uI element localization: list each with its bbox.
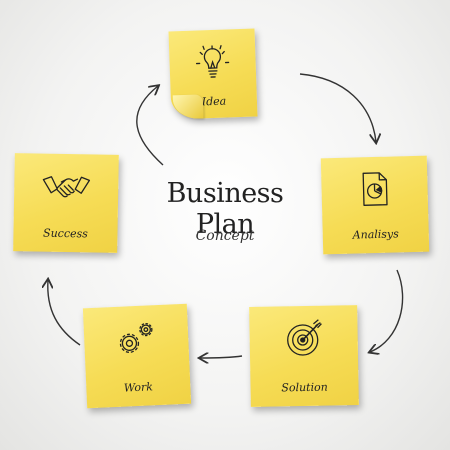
sticky-note-analysis: Analisys — [320, 155, 430, 255]
arrow-work-to-success — [48, 280, 81, 346]
target-icon — [249, 317, 358, 361]
step-label-solution: Solution — [281, 380, 328, 395]
lightbulb-icon — [169, 41, 256, 86]
pie-chart-document-icon — [321, 168, 428, 213]
arrow-idea-to-analysis — [299, 73, 376, 142]
diagram-subtitle: Concept — [195, 228, 255, 244]
arrow-success-to-idea — [136, 86, 164, 166]
sticky-note-idea: Idea — [168, 28, 258, 120]
sticky-note-success: Success — [13, 153, 119, 253]
sticky-note-solution: Solution — [249, 305, 359, 407]
gears-icon — [83, 316, 189, 362]
handshake-icon — [14, 165, 119, 209]
sticky-note-work: Work — [82, 303, 192, 409]
step-label-analysis: Analisys — [352, 227, 399, 242]
step-label-success: Success — [42, 226, 88, 241]
diagram-title: Business Plan — [166, 178, 284, 240]
step-label-work: Work — [123, 380, 154, 395]
arrow-analysis-to-solution — [370, 269, 404, 352]
arrow-solution-to-work — [200, 356, 243, 358]
